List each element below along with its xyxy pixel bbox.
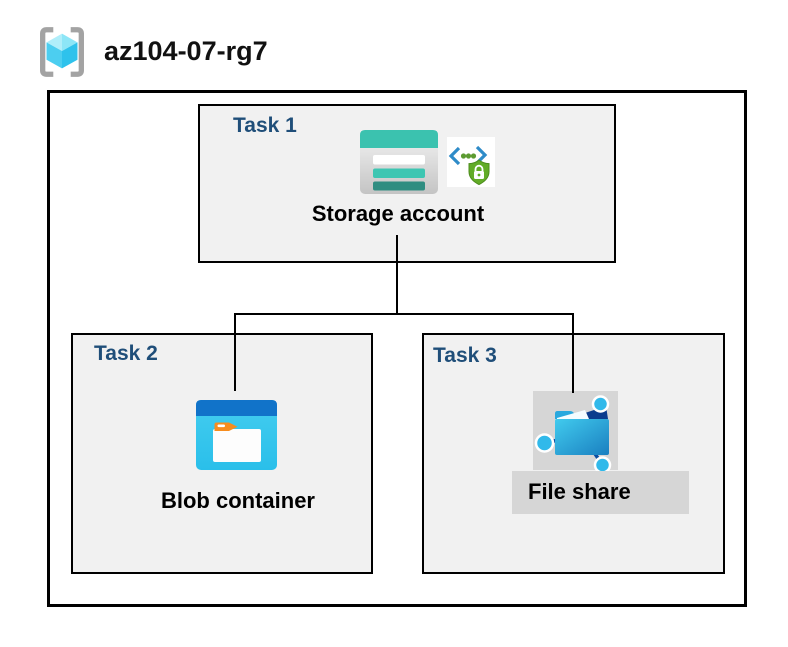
task3-box: Task 3 xyxy=(422,333,725,574)
fileshare-icon-highlight xyxy=(533,391,618,474)
storage-account-icon xyxy=(360,130,438,194)
file-share-icon xyxy=(533,391,618,474)
blob-container-label: Blob container xyxy=(160,488,315,513)
blob-container-icon xyxy=(196,400,277,470)
task2-label: Task 2 xyxy=(94,342,158,365)
task1-label: Task 1 xyxy=(233,114,297,137)
task3-label: Task 3 xyxy=(433,344,497,367)
connector-to-blob xyxy=(234,313,236,391)
task1-box: Task 1 xyxy=(198,104,616,263)
task2-box: Task 2 Blob container xyxy=(71,333,373,574)
resource-group-icon xyxy=(33,23,91,81)
code-security-badge-icon xyxy=(447,137,495,187)
resource-group-name: az104-07-rg7 xyxy=(104,36,268,66)
connector-to-fileshare xyxy=(572,313,574,393)
connector-horizontal xyxy=(234,313,574,315)
storage-account-label: Storage account xyxy=(311,201,485,226)
connector-storage-stem xyxy=(396,235,398,313)
fileshare-label-panel: File share xyxy=(512,471,689,514)
file-share-label: File share xyxy=(528,479,631,504)
